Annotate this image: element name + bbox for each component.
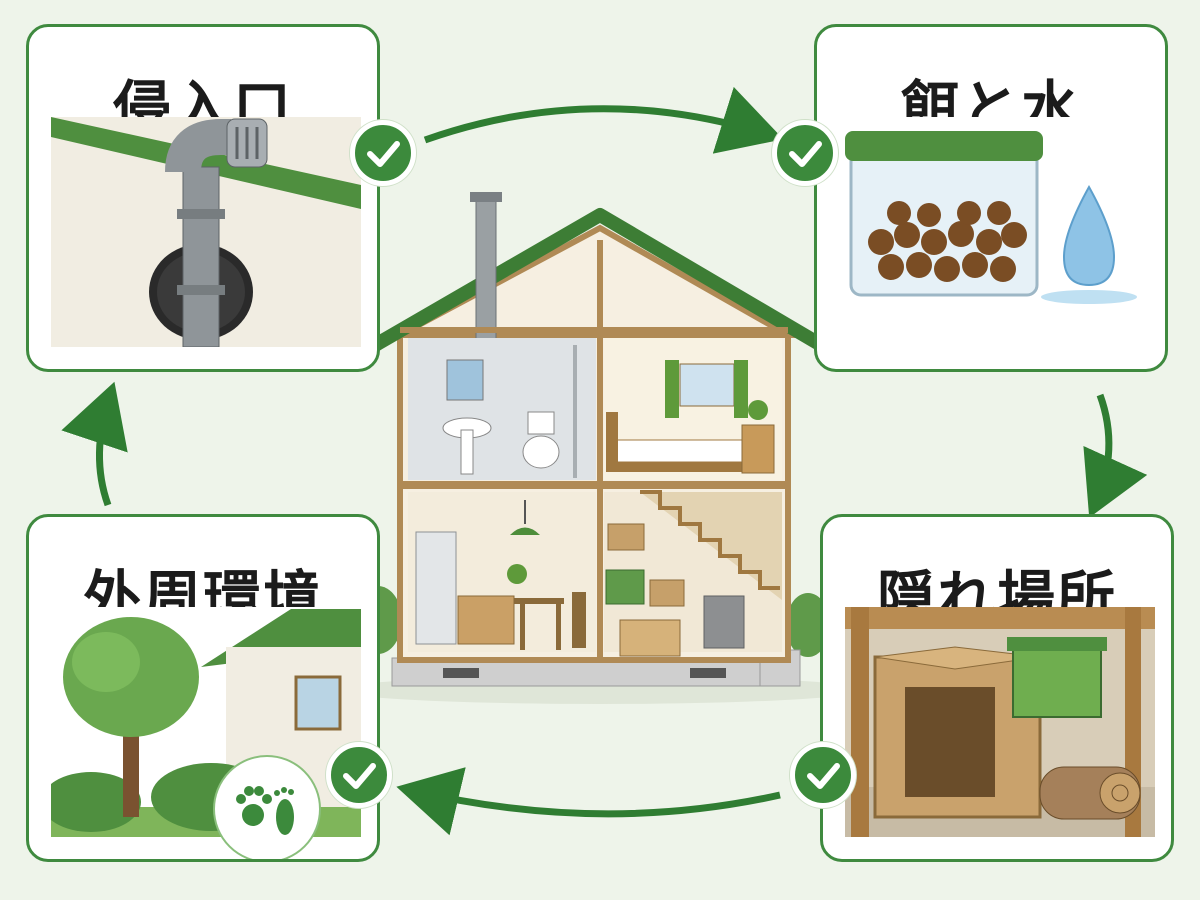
check-mark-icon [343,763,376,789]
arrow-food-to-hiding [1083,393,1148,518]
paw-footprint-icon [236,786,294,835]
food-container-water-illustration [839,117,1149,347]
arrow-entry-to-food [423,86,784,154]
check-badge-entry [350,120,416,186]
arrow-surroundings-to-entry [61,381,128,507]
vent-pipe-illustration [51,117,361,347]
check-badge-food-water [772,120,838,186]
boxes-under-shelf-illustration [845,607,1155,837]
hiding-place-card: 隠れ場所 [820,514,1174,862]
check-mark-icon [367,141,400,167]
check-mark-icon [789,141,822,167]
footprint-badge [213,755,321,859]
check-badge-hiding-place [790,742,856,808]
check-badge-surroundings [326,742,392,808]
food-water-card: 餌と水 [814,24,1168,372]
entry-point-card: 侵入口 [26,24,380,372]
arrow-hiding-to-surroundings [396,767,781,836]
check-mark-icon [807,763,840,789]
surroundings-card: 外周環境 [26,514,380,862]
